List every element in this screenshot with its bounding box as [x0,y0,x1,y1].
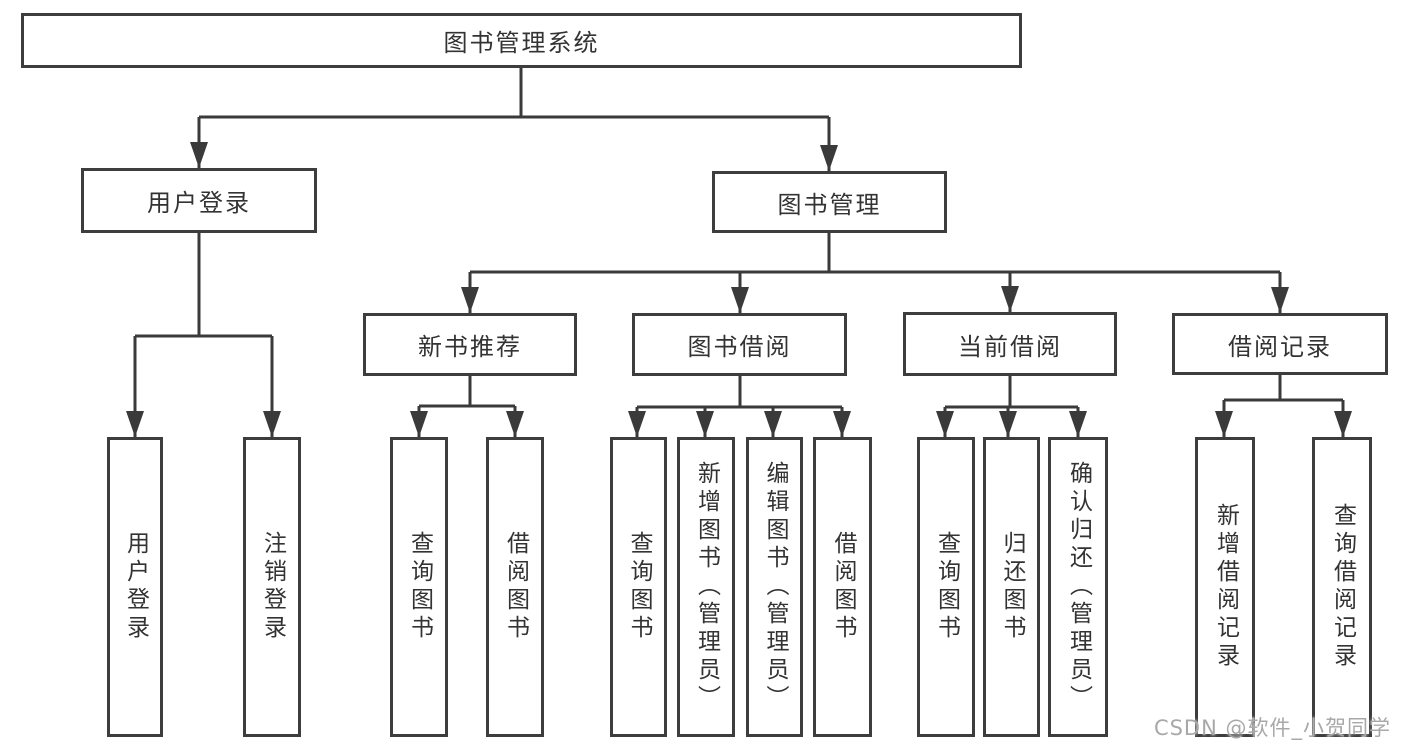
leaf-logout: 注销登录 [243,437,301,737]
node-library-system: 图书管理系统 [21,13,1022,68]
leaf-current-confirm-return-admin: 确认归还（管理员） [1048,437,1108,737]
leaf-current-return-books: 归还图书 [983,437,1040,737]
node-current-borrow: 当前借阅 [903,312,1117,376]
node-borrow-records: 借阅记录 [1172,313,1388,375]
leaf-recommend-query-books: 查询图书 [390,437,448,737]
leaf-borrow-edit-books-admin: 编辑图书（管理员） [746,437,803,737]
leaf-records-query-record: 查询借阅记录 [1312,437,1372,737]
leaf-borrow-query-books: 查询图书 [610,437,667,737]
leaf-records-add-record: 新增借阅记录 [1195,437,1255,737]
node-book-borrow: 图书借阅 [632,313,847,376]
leaf-current-query-books: 查询图书 [917,437,975,737]
node-user-login: 用户登录 [81,168,317,233]
node-book-management: 图书管理 [712,171,947,233]
leaf-user-login: 用户登录 [107,437,163,737]
leaf-borrow-add-books-admin: 新增图书（管理员） [677,437,735,737]
leaf-borrow-borrow-books: 借阅图书 [813,437,872,737]
csdn-watermark: CSDN @软件_小贺同学 [1153,716,1391,740]
leaf-recommend-borrow-books: 借阅图书 [486,437,544,737]
node-new-book-recommend: 新书推荐 [363,313,577,376]
